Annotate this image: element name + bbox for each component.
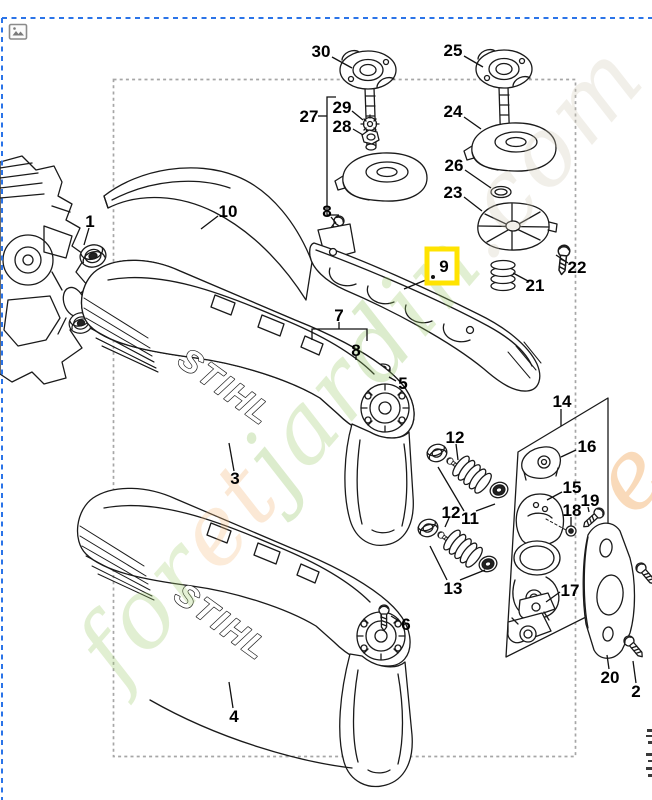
part-label-22[interactable]: 22: [568, 258, 587, 277]
part-label-12[interactable]: 12: [446, 428, 465, 447]
leader-line-11: [437, 466, 465, 512]
part-16-cap: [521, 446, 562, 481]
leader-line-29: [351, 110, 364, 121]
leader-dot: [431, 275, 435, 279]
part-label-26[interactable]: 26: [445, 156, 464, 175]
leader-line-13: [459, 569, 486, 581]
part-18-washer: [545, 518, 577, 537]
leader-line-27: [326, 96, 339, 216]
part-label-10[interactable]: 10: [219, 202, 238, 221]
part-13-spring: [440, 527, 500, 575]
leader-line-20: [606, 654, 610, 670]
part-label-19[interactable]: 19: [581, 491, 600, 510]
part-9-handlebar-bracket: [309, 223, 542, 392]
part-label-8[interactable]: 8: [322, 202, 331, 221]
part-label-15[interactable]: 15: [563, 478, 582, 497]
leader-line-13: [429, 545, 448, 581]
leader-line-19: [587, 506, 590, 513]
part-2-screw-bottom: [621, 633, 647, 661]
leader-line-7: [311, 328, 368, 341]
engine-assembly: [0, 155, 89, 385]
part-label-13[interactable]: 13: [444, 579, 463, 598]
selection-border: [1, 17, 652, 800]
leader-line-21: [512, 272, 529, 282]
leader-line-24: [463, 116, 482, 130]
part-label-27[interactable]: 27: [300, 107, 319, 126]
part-label-17[interactable]: 17: [561, 581, 580, 600]
part-4-housing-bottom: [76, 487, 413, 787]
leader-line-8: [330, 216, 337, 224]
leader-line-10: [200, 215, 219, 230]
part-label-7[interactable]: 7: [334, 306, 343, 325]
clipped-text-fragment: [646, 729, 652, 777]
leader-line-26: [464, 169, 492, 189]
part-2-screw-top: [633, 560, 652, 588]
part-label-9[interactable]: 9: [439, 257, 448, 276]
leader-line-6: [390, 615, 400, 622]
leader-line-12: [455, 443, 459, 461]
part-label-5[interactable]: 5: [398, 374, 407, 393]
part-label-8[interactable]: 8: [351, 341, 360, 360]
part-label-29[interactable]: 29: [333, 98, 352, 117]
part-17-clamp: [507, 592, 556, 644]
leader-line-16: [560, 449, 577, 458]
leader-line-17: [545, 591, 561, 603]
leader-line-2: [632, 660, 637, 684]
part-label-1[interactable]: 1: [85, 212, 94, 231]
leader-line-3: [228, 442, 235, 472]
part-label-16[interactable]: 16: [578, 437, 597, 456]
part-label-4[interactable]: 4: [229, 707, 239, 726]
leader-line-22: [555, 254, 569, 264]
leader-line-25: [463, 55, 484, 68]
part-11-spring: [449, 453, 511, 501]
part-label-11[interactable]: 11: [461, 509, 479, 528]
part-label-18[interactable]: 18: [563, 501, 582, 520]
part-label-24[interactable]: 24: [444, 102, 463, 121]
leader-line-23: [463, 196, 483, 212]
part-label-21[interactable]: 21: [526, 276, 545, 295]
leader-line-12: [444, 517, 450, 528]
part-label-23[interactable]: 23: [444, 183, 463, 202]
part-label-3[interactable]: 3: [230, 469, 239, 488]
part-label-6[interactable]: 6: [401, 615, 410, 634]
part-label-25[interactable]: 25: [444, 41, 463, 60]
part-30-knob: [339, 49, 397, 151]
part-26-oring: [490, 185, 512, 199]
part-3-housing-top: [80, 259, 415, 546]
leader-line-15: [546, 491, 563, 501]
part-23-clamp: [477, 202, 558, 251]
part-28-nut: [361, 129, 380, 145]
part-label-14[interactable]: 14: [553, 392, 572, 411]
part-20-plate: [582, 522, 636, 659]
part-27-cap: [334, 152, 428, 202]
leader-line-1: [83, 227, 90, 246]
part-label-12[interactable]: 12: [442, 503, 461, 522]
broken-image-icon: [8, 23, 28, 40]
part-label-2[interactable]: 2: [631, 682, 640, 701]
leader-line-28: [352, 128, 364, 136]
leader-line-5: [388, 376, 397, 382]
part-label-28[interactable]: 28: [333, 117, 352, 136]
leader-line-30: [331, 56, 353, 69]
part-21-spring: [490, 259, 516, 292]
part-label-30[interactable]: 30: [312, 42, 331, 61]
leader-line-11: [475, 503, 496, 512]
part-label-20[interactable]: 20: [601, 668, 620, 687]
leader-line-4: [228, 681, 234, 709]
